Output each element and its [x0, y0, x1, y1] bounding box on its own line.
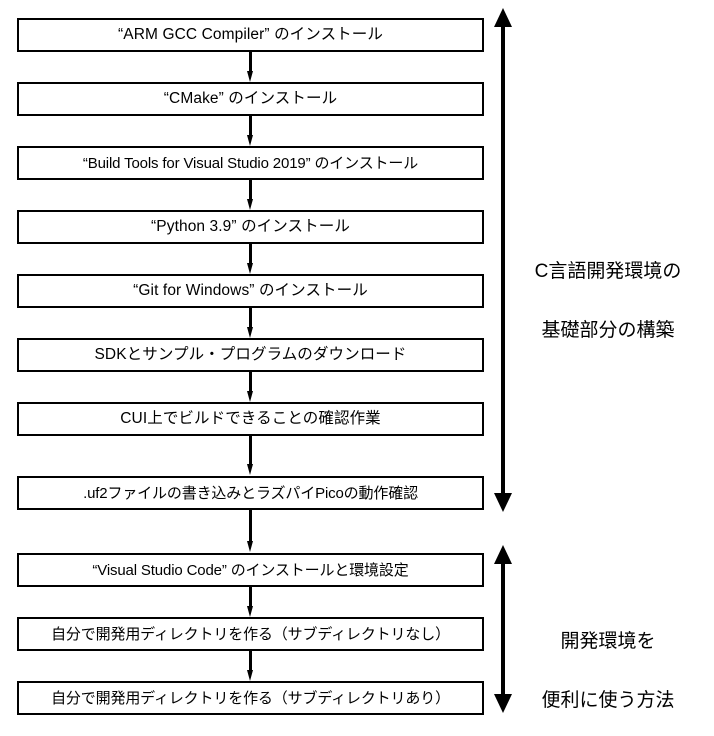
process-box-label: CUI上でビルドできることの確認作業 [120, 410, 381, 428]
flow-arrow-2-to-3-icon [247, 116, 254, 146]
group-range-arrow-2-icon [492, 545, 514, 713]
process-box-4[interactable]: “Python 3.9” のインストール [17, 210, 484, 244]
group-caption-1: C言語開発環境の 基礎部分の構築 [512, 228, 704, 375]
flow-arrow-4-to-5-icon [247, 244, 254, 274]
process-box-1[interactable]: “ARM GCC Compiler” のインストール [17, 18, 484, 52]
process-box-6[interactable]: SDKとサンプル・プログラムのダウンロード [17, 338, 484, 372]
process-box-9[interactable]: “Visual Studio Code” のインストールと環境設定 [17, 553, 484, 587]
process-box-label: “ARM GCC Compiler” のインストール [118, 26, 383, 44]
process-box-label: “CMake” のインストール [163, 90, 338, 108]
group-range-arrow-1-icon [492, 8, 514, 512]
flow-arrow-1-to-2-icon [247, 52, 254, 82]
process-box-label: “Visual Studio Code” のインストールと環境設定 [92, 561, 409, 579]
process-box-3[interactable]: “Build Tools for Visual Studio 2019” のイン… [17, 146, 484, 180]
flow-arrow-9-to-10-icon [247, 587, 254, 617]
group-caption-2-line1: 開発環境を [560, 631, 656, 653]
group-caption-2-line2: 便利に使う方法 [541, 690, 675, 712]
group-caption-2: 開発環境を 便利に使う方法 [512, 598, 704, 736]
group-caption-1-line1: C言語開発環境の [534, 261, 682, 283]
flow-arrow-8-to-9-icon [247, 510, 254, 553]
process-box-label: “Build Tools for Visual Studio 2019” のイン… [82, 154, 419, 172]
process-box-5[interactable]: “Git for Windows” のインストール [17, 274, 484, 308]
flow-arrow-10-to-11-icon [247, 651, 254, 681]
process-box-11[interactable]: 自分で開発用ディレクトリを作る（サブディレクトリあり） [17, 681, 484, 715]
process-box-2[interactable]: “CMake” のインストール [17, 82, 484, 116]
flow-arrow-3-to-4-icon [247, 180, 254, 210]
flow-arrow-7-to-8-icon [247, 436, 254, 476]
process-box-label: “Python 3.9” のインストール [151, 218, 350, 236]
process-box-7[interactable]: CUI上でビルドできることの確認作業 [17, 402, 484, 436]
process-box-label: .uf2ファイルの書き込みとラズパイPicoの動作確認 [83, 484, 418, 502]
flow-arrow-5-to-6-icon [247, 308, 254, 338]
process-box-label: 自分で開発用ディレクトリを作る（サブディレクトリあり） [51, 689, 450, 707]
group-caption-1-line2: 基礎部分の構築 [541, 320, 675, 342]
process-box-label: “Git for Windows” のインストール [133, 282, 368, 300]
flow-arrow-6-to-7-icon [247, 372, 254, 402]
process-box-label: SDKとサンプル・プログラムのダウンロード [94, 346, 407, 364]
process-box-10[interactable]: 自分で開発用ディレクトリを作る（サブディレクトリなし） [17, 617, 484, 651]
process-box-8[interactable]: .uf2ファイルの書き込みとラズパイPicoの動作確認 [17, 476, 484, 510]
process-box-label: 自分で開発用ディレクトリを作る（サブディレクトリなし） [51, 625, 450, 643]
